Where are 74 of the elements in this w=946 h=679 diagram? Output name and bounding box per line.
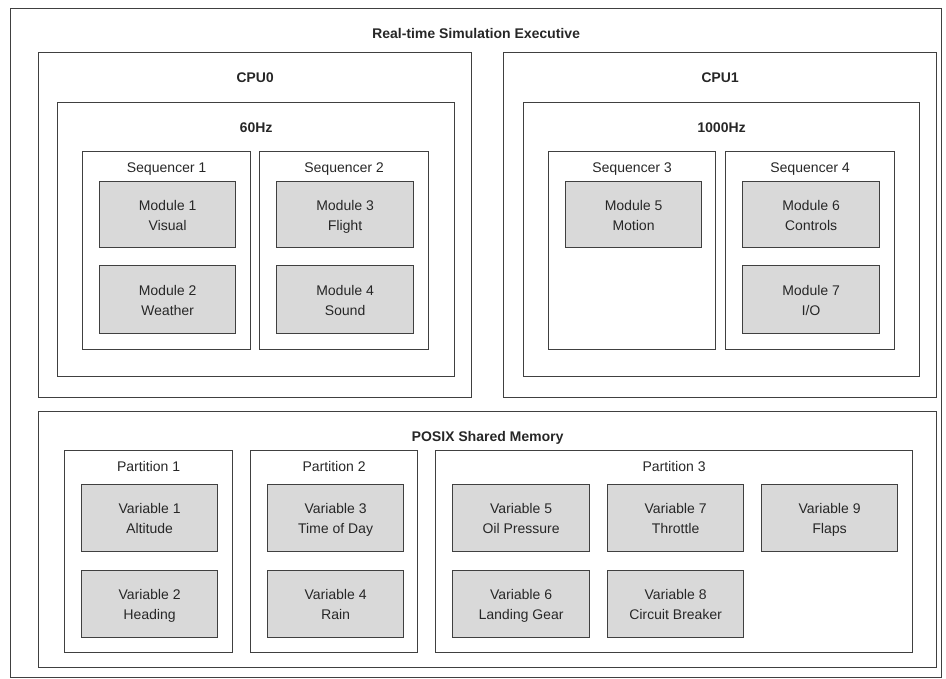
- container-box: [523, 102, 920, 377]
- module-box: [452, 570, 590, 638]
- module-box: [81, 570, 218, 638]
- container-title: CPU0: [235, 68, 275, 87]
- module-label: Flight: [328, 216, 362, 234]
- container-title: 60Hz: [238, 118, 274, 137]
- module-box: [742, 265, 880, 334]
- container-box: [38, 411, 937, 668]
- module-box: [81, 484, 218, 552]
- module-box: [267, 570, 404, 638]
- module-label: Landing Gear: [478, 605, 564, 624]
- container-box: [38, 52, 472, 398]
- module-box: [99, 265, 236, 334]
- module-label: Circuit Breaker: [629, 605, 722, 624]
- module-label: Variable 8: [644, 585, 706, 604]
- module-box: [276, 265, 414, 334]
- module-box: [761, 484, 898, 552]
- module-label: Controls: [784, 216, 838, 234]
- module-label: Rain: [321, 605, 350, 624]
- module-box: [565, 181, 702, 248]
- module-label: Time of Day: [298, 519, 373, 538]
- container-title: Sequencer 3: [591, 158, 673, 177]
- container-box: [548, 151, 716, 350]
- module-label: Module 5: [604, 196, 662, 214]
- module-label: Module 6: [782, 196, 840, 214]
- module-label: Module 1: [138, 196, 196, 214]
- module-label: Motion: [612, 216, 655, 234]
- module-box: [452, 484, 590, 552]
- container-box: [82, 151, 251, 350]
- module-label: Oil Pressure: [482, 519, 560, 538]
- module-box: [267, 484, 404, 552]
- module-label: I/O: [802, 300, 820, 320]
- container-box: [10, 8, 942, 678]
- module-label: Variable 3: [304, 499, 366, 518]
- container-box: [259, 151, 429, 350]
- module-label: Altitude: [126, 519, 173, 538]
- container-box: [57, 102, 455, 377]
- container-box: [503, 52, 937, 398]
- container-box: [435, 450, 913, 653]
- module-label: Variable 9: [798, 499, 860, 518]
- container-title: Partition 3: [641, 457, 707, 476]
- module-label: Heading: [123, 605, 176, 624]
- module-label: Module 3: [316, 196, 374, 214]
- module-label: Variable 2: [118, 585, 180, 604]
- module-box: [607, 484, 744, 552]
- container-box: [725, 151, 895, 350]
- container-title: Sequencer 4: [769, 158, 851, 177]
- module-label: Variable 6: [490, 585, 552, 604]
- container-title: Sequencer 2: [303, 158, 385, 177]
- container-box: [64, 450, 233, 653]
- container-title: Partition 2: [301, 457, 367, 476]
- container-title: Sequencer 1: [126, 158, 208, 177]
- module-label: Variable 7: [644, 499, 706, 518]
- module-label: Visual: [148, 216, 186, 234]
- container-title: CPU1: [700, 68, 740, 87]
- module-box: [607, 570, 744, 638]
- module-label: Flaps: [812, 519, 847, 538]
- container-title: POSIX Shared Memory: [410, 427, 564, 446]
- module-label: Weather: [141, 300, 194, 320]
- module-box: [276, 181, 414, 248]
- container-title: Real-time Simulation Executive: [371, 24, 581, 43]
- container-box: [250, 450, 418, 653]
- module-box: [742, 181, 880, 248]
- module-label: Variable 4: [304, 585, 366, 604]
- module-label: Module 4: [316, 280, 374, 300]
- module-label: Variable 5: [490, 499, 552, 518]
- module-label: Variable 1: [118, 499, 180, 518]
- container-title: 1000Hz: [696, 118, 747, 137]
- module-box: [99, 181, 236, 248]
- module-label: Module 7: [782, 280, 840, 300]
- module-label: Module 2: [138, 280, 196, 300]
- module-label: Throttle: [652, 519, 700, 538]
- module-label: Sound: [324, 300, 366, 320]
- container-title: Partition 1: [116, 457, 182, 476]
